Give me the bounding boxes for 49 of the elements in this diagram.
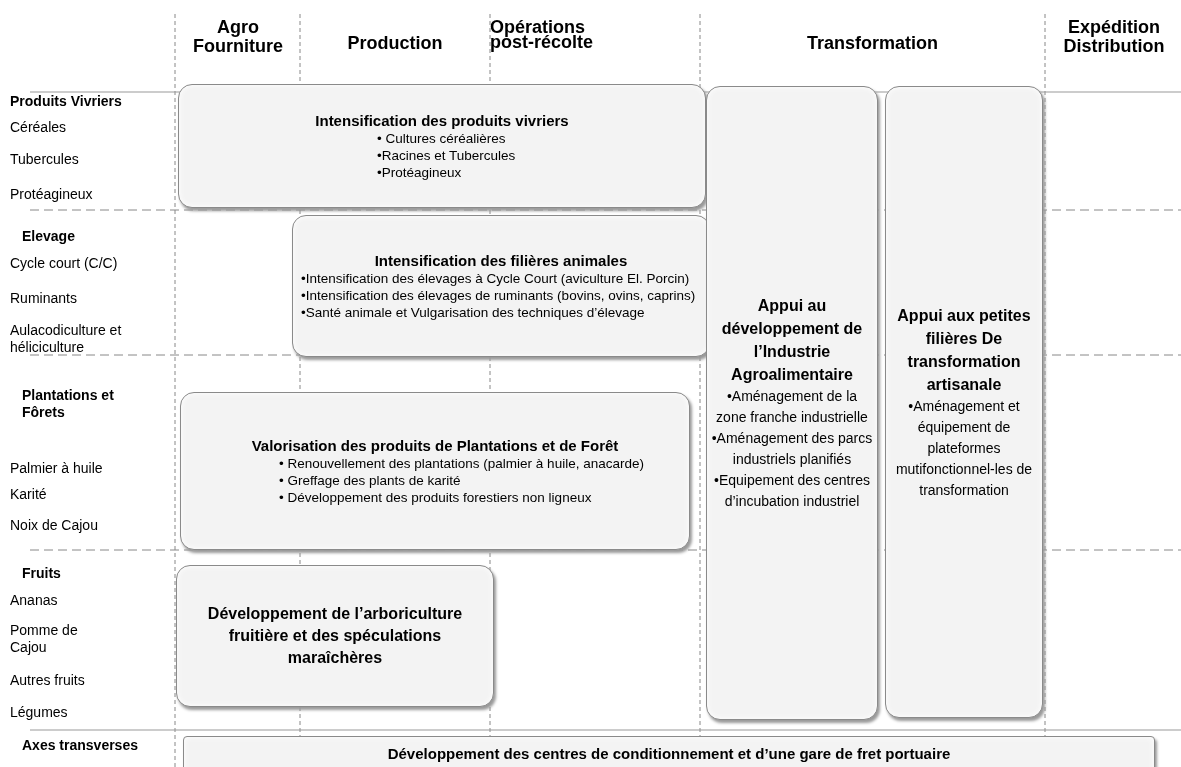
row-item: Palmier à huile — [10, 460, 104, 477]
box-heading: Développement des centres de conditionnement et d’une gare de fret portuaire — [386, 745, 952, 763]
box-heading: Intensification des produits vivriers — [314, 111, 570, 130]
bullet-item: •Racines et Tubercules — [376, 146, 517, 164]
box-heading: Intensification des filières animales — [373, 251, 629, 270]
program-box — [183, 736, 1155, 767]
bullet-item: •Equipement des centres d’incubation industriel — [713, 471, 871, 511]
column-header: Agro Fourniture — [192, 18, 284, 56]
box-heading: Valorisation des produits de Plantations et de Forêt — [250, 436, 620, 455]
row-heading: Elevage — [22, 228, 76, 245]
row-item: Protéagineux — [10, 186, 94, 203]
column-header: Expédition Distribution — [1062, 18, 1166, 56]
program-box — [178, 84, 706, 208]
box-heading: Développement de l’arboriculture fruitière et des spéculations maraîchères — [206, 604, 464, 668]
bullet-item: •Santé animale et Vulgarisation des techniques d’élevage — [301, 303, 646, 321]
program-box — [885, 86, 1043, 718]
program-box — [176, 565, 494, 707]
bullet-item: • Greffage des plants de karité — [278, 471, 462, 489]
column-header: Transformation — [806, 34, 939, 53]
bullet-item: • Renouvellement des plantations (palmier à huile, anacarde) — [278, 454, 645, 472]
row-item: Cycle court (C/C) — [10, 255, 119, 272]
bullet-item: •Intensification des élevages à Cycle Court (aviculture El. Porcin) — [301, 269, 691, 287]
row-item: Noix de Cajou — [10, 517, 99, 534]
row-item: Céréales — [10, 119, 68, 136]
box-heading: Appui au développement de l’Industrie Agroalimentaire — [720, 296, 864, 385]
program-box — [180, 392, 690, 550]
bullet-item: •Aménagement de la zone franche industrielle — [715, 387, 869, 427]
box-heading: Appui aux petites filières De transformation artisanale — [896, 305, 1032, 395]
bullet-item: • Développement des produits forestiers non ligneux — [278, 488, 593, 506]
bullet-item: •Aménagement des parcs industriels planifiés — [711, 429, 873, 469]
row-heading: Produits Vivriers — [10, 93, 123, 110]
row-heading: Plantations et Fôrets — [22, 387, 115, 421]
row-item: Ananas — [10, 592, 59, 609]
row-heading: Axes transverses — [22, 737, 139, 754]
row-item: Pomme de Cajou — [10, 622, 79, 656]
row-item: Karité — [10, 486, 48, 503]
column-header: Opérations post-récolte — [490, 20, 595, 50]
row-item: Légumes — [10, 704, 69, 721]
bullet-item: •Aménagement et équipement de plateformes mutifonctionnel-les de transformation — [894, 396, 1034, 500]
row-item: Ruminants — [10, 290, 78, 307]
program-box — [706, 86, 878, 720]
row-item: Autres fruits — [10, 672, 86, 689]
row-item: Tubercules — [10, 151, 80, 168]
row-item: Aulacodiculture et héliciculture — [10, 322, 123, 356]
column-header: Production — [346, 34, 444, 53]
bullet-item: • Cultures céréalières — [376, 129, 507, 147]
bullet-item: •Intensification des élevages de ruminants (bovins, ovins, caprins) — [301, 286, 697, 304]
bullet-item: •Protéagineux — [376, 163, 463, 181]
row-heading: Fruits — [22, 565, 62, 582]
